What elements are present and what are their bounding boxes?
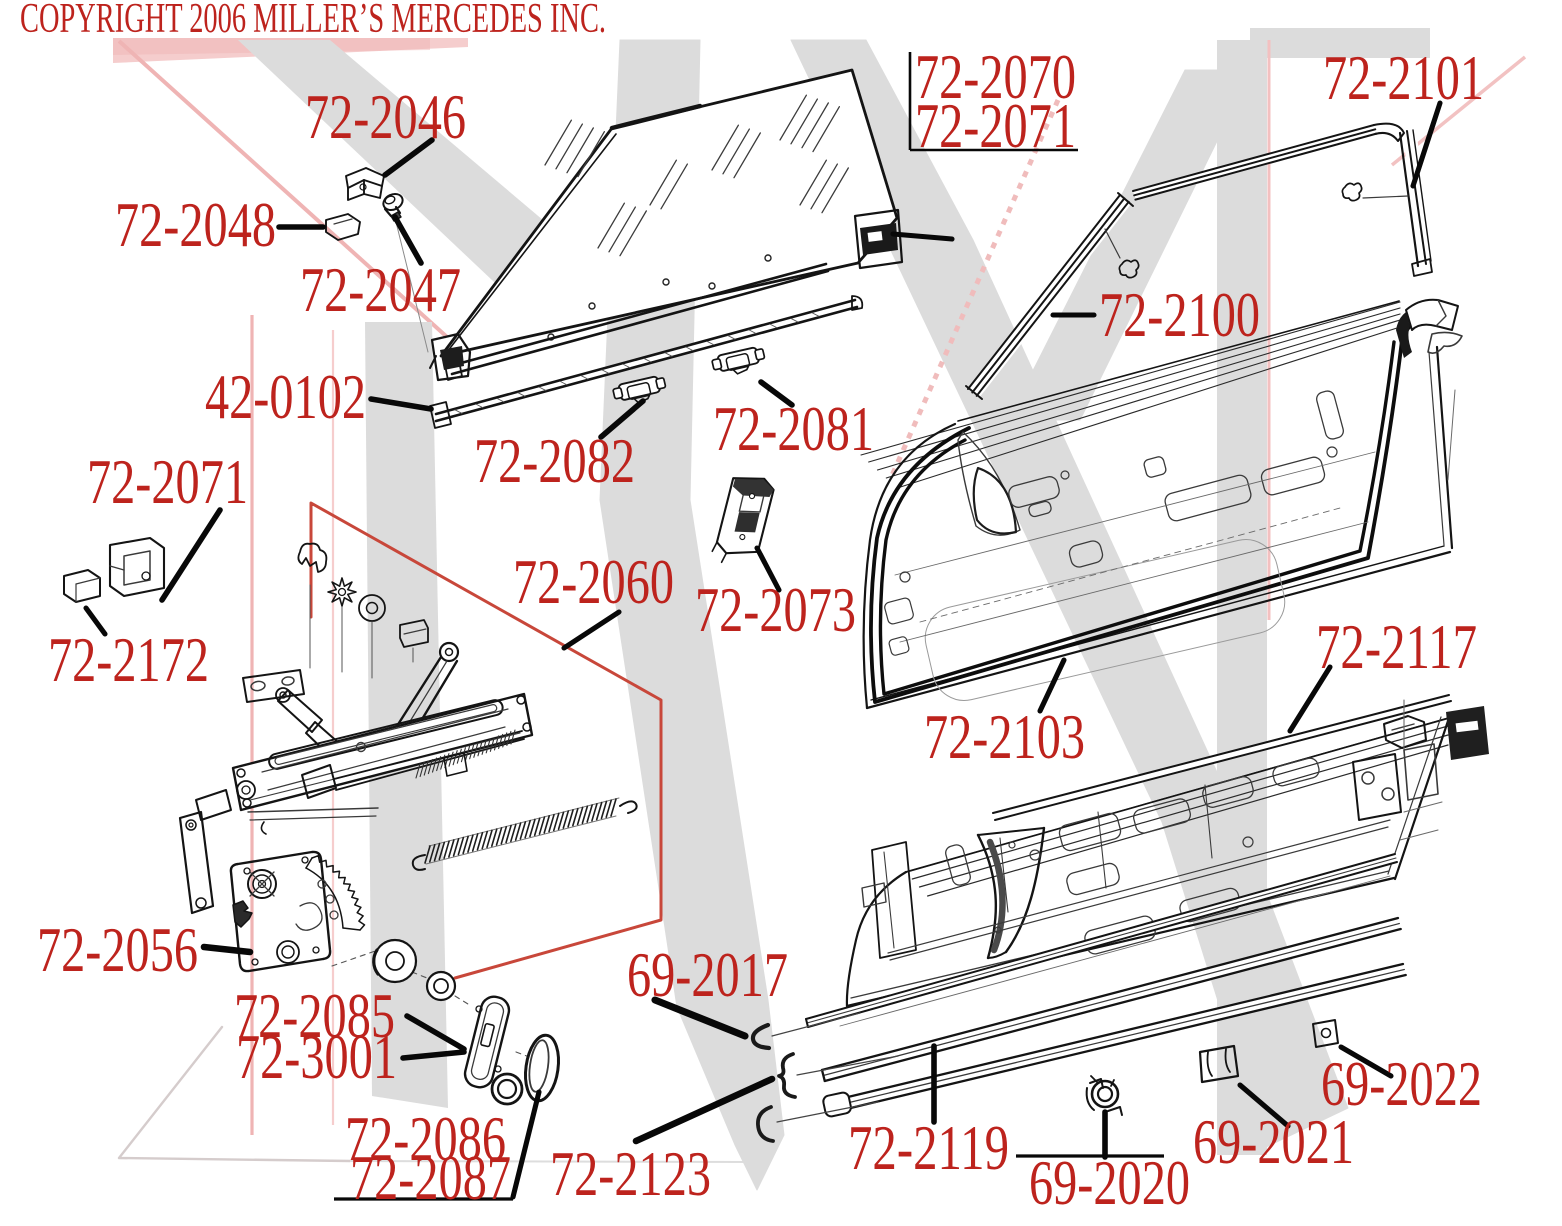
svg-text:72-2119: 72-2119 — [848, 1113, 1009, 1183]
svg-text:72-2073: 72-2073 — [695, 575, 856, 645]
svg-text:72-2047: 72-2047 — [300, 255, 461, 325]
svg-text:72-2070: 72-2070 — [915, 42, 1076, 112]
svg-text:72-2172: 72-2172 — [48, 625, 209, 695]
svg-text:72-2082: 72-2082 — [474, 426, 635, 496]
svg-text:69-2020: 69-2020 — [1029, 1148, 1190, 1218]
svg-text:72-2087: 72-2087 — [350, 1143, 511, 1213]
svg-text:72-2071: 72-2071 — [87, 447, 248, 517]
svg-text:72-2046: 72-2046 — [305, 82, 466, 152]
svg-text:72-2086: 72-2086 — [345, 1104, 506, 1174]
svg-text:72-2071: 72-2071 — [915, 91, 1076, 161]
svg-text:72-2060: 72-2060 — [513, 547, 674, 617]
svg-text:69-2022: 69-2022 — [1321, 1049, 1482, 1119]
svg-text:42-0102: 42-0102 — [205, 362, 366, 432]
svg-text:72-2100: 72-2100 — [1099, 280, 1260, 350]
svg-text:72-2081: 72-2081 — [713, 394, 874, 464]
svg-text:72-2101: 72-2101 — [1323, 43, 1484, 113]
svg-text:72-2085: 72-2085 — [234, 981, 395, 1051]
svg-text:72-3001: 72-3001 — [236, 1022, 397, 1092]
svg-text:COPYRIGHT 2006 MILLER’S MERCED: COPYRIGHT 2006 MILLER’S MERCEDES INC. — [20, 0, 606, 42]
svg-text:72-2117: 72-2117 — [1316, 612, 1477, 682]
svg-text:69-2021: 69-2021 — [1193, 1107, 1354, 1177]
svg-text:69-2017: 69-2017 — [627, 940, 788, 1010]
svg-text:72-2103: 72-2103 — [924, 702, 1085, 772]
svg-text:72-2048: 72-2048 — [115, 190, 276, 260]
svg-text:72-2056: 72-2056 — [37, 915, 198, 985]
svg-text:72-2123: 72-2123 — [550, 1139, 711, 1209]
